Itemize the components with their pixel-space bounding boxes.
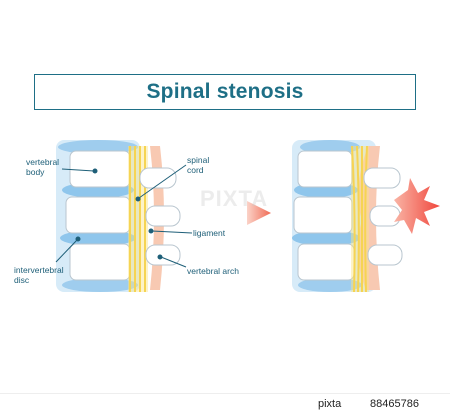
footer-bar xyxy=(0,393,450,414)
vertebral-body-shape xyxy=(297,243,355,281)
stenosis-vertebral-bodies xyxy=(293,150,355,281)
vertebral-body-shape xyxy=(69,243,131,281)
title-box: Spinal stenosis xyxy=(34,74,416,110)
vertebral-body-shape xyxy=(297,150,353,188)
vertebral-body-shape xyxy=(69,150,131,188)
normal-disc xyxy=(60,230,136,246)
vertebral-arch-shape xyxy=(367,244,403,266)
vertebral-arch-shape xyxy=(363,167,401,189)
label-intervertebral-disc: intervertebral disc xyxy=(14,265,64,285)
watermark: PIXTA xyxy=(200,186,269,211)
stenosis-vertebral-arches xyxy=(363,167,403,266)
vertebral-arch-shape xyxy=(369,205,401,227)
stenosis-cord-fill xyxy=(351,146,369,292)
label-vertebral-arch: vertebral arch xyxy=(187,266,239,276)
stenosis-spine xyxy=(292,140,440,293)
footer-logo: pixta xyxy=(318,398,342,410)
vertebral-arch-shape xyxy=(139,167,177,189)
normal-spine xyxy=(55,140,193,292)
label-ligament: ligament xyxy=(193,228,226,238)
label-vertebral-body: vertebral body xyxy=(26,157,60,177)
normal-vertebral-arches xyxy=(139,167,181,266)
label-spinal-cord: spinal cord xyxy=(187,155,210,175)
vertebral-arch-shape xyxy=(145,244,181,266)
normal-cord-fill xyxy=(128,146,148,292)
stenosis-disc xyxy=(292,230,360,246)
diagram-title: Spinal stenosis xyxy=(146,80,304,103)
vertebral-body-shape xyxy=(65,196,131,234)
pain-burst-icon xyxy=(394,178,440,234)
normal-spinal-cord xyxy=(129,146,146,292)
vertebral-body-shape xyxy=(293,196,353,234)
transition-arrow xyxy=(247,201,271,225)
footer-image-id: 88465786 xyxy=(370,398,419,410)
stenosis-disc xyxy=(298,278,362,292)
vertebral-arch-shape xyxy=(145,205,181,227)
normal-leader-lines xyxy=(55,164,193,268)
stenosis-spinal-cord xyxy=(351,145,368,293)
normal-vertebral-bodies xyxy=(65,150,131,281)
normal-disc xyxy=(62,278,138,292)
